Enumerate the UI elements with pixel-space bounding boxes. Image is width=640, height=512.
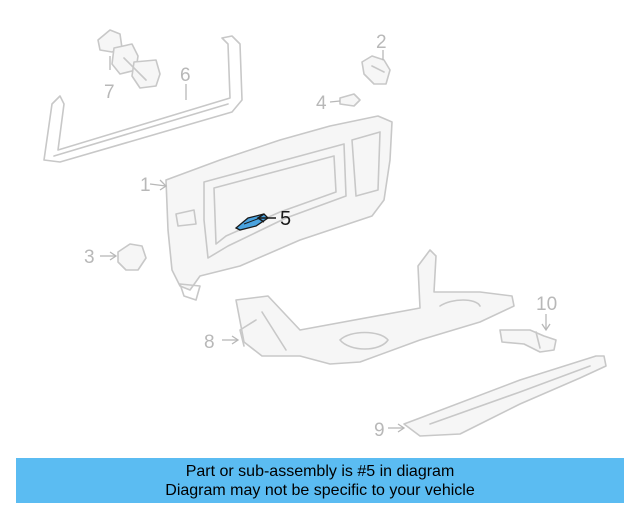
callout-8: 8 — [204, 332, 215, 353]
part-6-support-bar — [43, 35, 243, 163]
banner-line-part: Part or sub-assembly is #5 in diagram — [185, 462, 455, 480]
part-10-connector — [499, 314, 557, 353]
callout-3: 3 — [84, 247, 95, 268]
callout-5: 5 — [280, 208, 291, 230]
callout-1: 1 — [140, 175, 151, 196]
banner-line-disclaimer: Diagram may not be specific to your vehi… — [165, 481, 475, 499]
parts-diagram: 1 2 3 4 5 6 7 8 9 10 — [43, 29, 607, 441]
part-4-bulb — [329, 93, 361, 107]
callout-2: 2 — [376, 32, 387, 53]
part-5-highlighted — [234, 213, 276, 231]
callout-9: 9 — [374, 420, 385, 441]
callout-4: 4 — [316, 93, 327, 114]
part-3-bump-stop — [100, 243, 147, 271]
part-1-glove-box — [149, 115, 393, 301]
part-8-lower-panel — [222, 249, 515, 365]
callout-6: 6 — [180, 65, 191, 86]
part-9-sill-trim — [388, 355, 607, 437]
part-2-latch — [361, 50, 391, 85]
callout-7: 7 — [104, 82, 115, 103]
callout-10: 10 — [536, 294, 557, 315]
part-7-bracket — [97, 29, 161, 89]
info-banner: Part or sub-assembly is #5 in diagram Di… — [16, 458, 624, 503]
